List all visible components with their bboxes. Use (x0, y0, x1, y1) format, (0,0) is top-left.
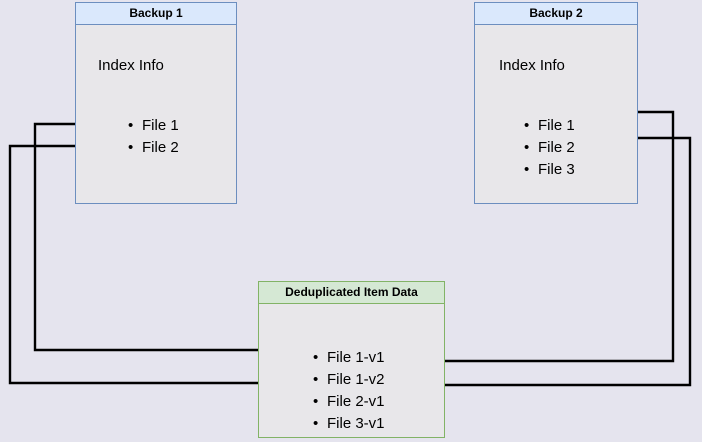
list-item[interactable]: File 3 (524, 159, 575, 181)
list-item[interactable]: File 1 (524, 115, 575, 137)
backup2-file-list: File 1 File 2 File 3 (524, 115, 575, 181)
list-item[interactable]: File 1 (128, 115, 179, 137)
dedup-file-list: File 1-v1 File 1-v2 File 2-v1 File 3-v1 (313, 347, 385, 435)
list-item[interactable]: File 2-v1 (313, 391, 385, 413)
backup2-index-info-label: Index Info (499, 57, 565, 74)
backup1-title: Backup 1 (76, 3, 236, 25)
backup2-title: Backup 2 (475, 3, 637, 25)
list-item[interactable]: File 3-v1 (313, 413, 385, 435)
backup1-body: Index Info File 1 File 2 (76, 25, 236, 203)
backup1-box[interactable]: Backup 1 Index Info File 1 File 2 (75, 2, 237, 204)
list-item[interactable]: File 2 (128, 137, 179, 159)
dedup-title: Deduplicated Item Data (259, 282, 444, 304)
deduplicated-item-data-box[interactable]: Deduplicated Item Data File 1-v1 File 1-… (258, 281, 445, 438)
backup2-box[interactable]: Backup 2 Index Info File 1 File 2 File 3 (474, 2, 638, 204)
list-item[interactable]: File 1-v1 (313, 347, 385, 369)
backup2-body: Index Info File 1 File 2 File 3 (475, 25, 637, 203)
backup1-file-list: File 1 File 2 (128, 115, 179, 159)
list-item[interactable]: File 1-v2 (313, 369, 385, 391)
list-item[interactable]: File 2 (524, 137, 575, 159)
dedup-body: File 1-v1 File 1-v2 File 2-v1 File 3-v1 (259, 304, 444, 437)
backup1-index-info-label: Index Info (98, 57, 164, 74)
